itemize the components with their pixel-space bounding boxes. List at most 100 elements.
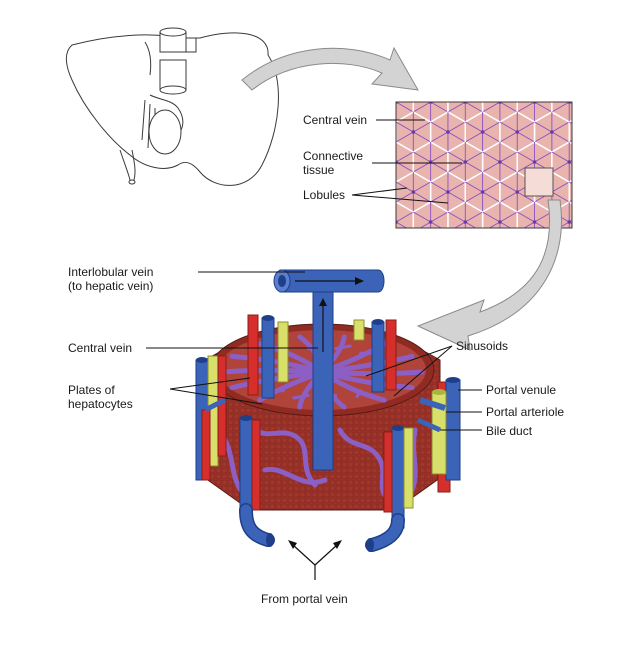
lobule-hexagon xyxy=(448,262,483,302)
lobule-central-vein-dot xyxy=(412,70,416,74)
label-interlobular-line2: (to hepatic vein) xyxy=(68,279,153,293)
lobule-sinusoid-line xyxy=(483,252,500,262)
lobule-sinusoid-line xyxy=(517,242,534,252)
lobule-sinusoid-line xyxy=(604,192,621,202)
label-from-portal-vein: From portal vein xyxy=(261,592,348,606)
lobule-central-vein-dot xyxy=(515,130,519,134)
lobule-sinusoid-line xyxy=(483,92,500,102)
lobule-hexagon xyxy=(431,52,466,92)
lobule-sinusoid-line xyxy=(621,62,638,72)
lobule-sinusoid-line xyxy=(379,242,396,252)
lobule-sinusoid-line xyxy=(569,72,586,82)
liver-outline-illustration xyxy=(66,28,278,185)
lobule-sinusoid-line xyxy=(604,102,621,112)
lobule-central-vein-dot xyxy=(567,280,571,284)
label-connective-line1: Connective xyxy=(303,149,363,163)
lobule-hexagon xyxy=(569,52,604,92)
lobule-sinusoid-line xyxy=(465,72,482,82)
lobule-sinusoid-line xyxy=(344,92,361,102)
lobule-hexagon xyxy=(621,262,640,302)
lobule-sinusoid-line xyxy=(413,72,430,82)
lobule-hexagon xyxy=(396,232,431,272)
lobule-sinusoid-line xyxy=(604,282,621,292)
lobule-hexagon xyxy=(535,52,570,92)
lobule-hexagon xyxy=(621,142,640,182)
lobule-central-vein-dot xyxy=(585,70,589,74)
lobule-sinusoid-line xyxy=(361,132,378,142)
lobule-central-vein-dot xyxy=(429,280,433,284)
lobule-sinusoid-line xyxy=(621,92,638,102)
lobule-sinusoid-line xyxy=(396,242,413,252)
lobule-central-vein-dot xyxy=(360,100,364,104)
lobule-sinusoid-line xyxy=(587,102,604,112)
lobule-sinusoid-line xyxy=(587,192,604,202)
lobule-hexagon xyxy=(604,52,639,92)
lobule-central-vein-dot xyxy=(515,250,519,254)
lobule-sinusoid-line xyxy=(621,222,638,232)
lobule-sinusoid-line xyxy=(465,272,482,282)
lobule-sinusoid-line xyxy=(396,252,413,262)
portal-vein-arrows xyxy=(293,545,337,580)
lobule-sinusoid-line xyxy=(552,92,569,102)
lobule-sinusoid-line xyxy=(344,222,361,232)
lobule-hexagon xyxy=(621,202,640,242)
lobule-central-vein-dot xyxy=(481,250,485,254)
lobule-sinusoid-line xyxy=(448,272,465,282)
lobule-sinusoid-line xyxy=(413,252,430,262)
lobule-central-vein-dot xyxy=(585,190,589,194)
lobule-central-vein-dot xyxy=(498,160,502,164)
lobule-central-vein-dot xyxy=(550,70,554,74)
lobule-sinusoid-line xyxy=(621,192,638,202)
lobule-sinusoid-line xyxy=(587,162,604,172)
lobule-sinusoid-line xyxy=(552,272,569,282)
lobule-sinusoid-line xyxy=(431,242,448,252)
label-interlobular-line1: Interlobular vein xyxy=(68,265,153,279)
lobule-sinusoid-line xyxy=(465,252,482,262)
lobule-sinusoid-line xyxy=(569,272,586,282)
lobule-sinusoid-line xyxy=(379,122,396,132)
lobule-sinusoid-line xyxy=(465,242,482,252)
lobule-sinusoid-line xyxy=(483,282,500,292)
lobule-sinusoid-line xyxy=(587,72,604,82)
lobule-sinusoid-line xyxy=(517,92,534,102)
lobule-sinusoid-line xyxy=(448,72,465,82)
lobule-sinusoid-line xyxy=(621,282,638,292)
lobule-sinusoid-line xyxy=(379,222,396,232)
lobule-hexagon xyxy=(621,82,640,122)
lobule-sinusoid-line xyxy=(483,72,500,82)
lobule-central-vein-dot xyxy=(602,280,606,284)
lobule-sinusoid-line xyxy=(621,122,638,132)
lobule-hexagon xyxy=(413,262,448,302)
lobule-sinusoid-line xyxy=(621,72,638,82)
lobule-sinusoid-line xyxy=(431,72,448,82)
label-central-vein-top: Central vein xyxy=(303,113,367,127)
lobule-central-vein-dot xyxy=(446,250,450,254)
lobule-sinusoid-line xyxy=(431,272,448,282)
lobule-sinusoid-line xyxy=(431,282,448,292)
lobule-sinusoid-line xyxy=(500,272,517,282)
lobule-sinusoid-line xyxy=(483,272,500,282)
lobule-sinusoid-line xyxy=(604,72,621,82)
lobule-sinusoid-line xyxy=(379,252,396,262)
lobule-sinusoid-line xyxy=(500,62,517,72)
lobule-central-vein-dot xyxy=(377,250,381,254)
lobule-sinusoid-line xyxy=(413,272,430,282)
lobule-sinusoid-line xyxy=(517,72,534,82)
lobule-sinusoid-line xyxy=(621,132,638,142)
lobule-hexagon xyxy=(604,112,639,152)
lobule-sinusoid-line xyxy=(500,282,517,292)
lobule-sinusoid-line xyxy=(569,252,586,262)
lobule-sinusoid-line xyxy=(587,212,604,222)
lobule-sinusoid-line xyxy=(604,62,621,72)
lobule-sinusoid-line xyxy=(448,282,465,292)
lobule-sinusoid-line xyxy=(379,132,396,142)
label-bile-duct: Bile duct xyxy=(486,424,532,438)
lobule-sinusoid-line xyxy=(448,252,465,262)
lobule-hexagon xyxy=(465,232,500,272)
lobule-sinusoid-line xyxy=(344,212,361,222)
label-sinusoids: Sinusoids xyxy=(456,339,508,353)
lobule-hexagon xyxy=(604,232,639,272)
label-portal-arteriole: Portal arteriole xyxy=(486,405,564,419)
lobule-sinusoid-line xyxy=(535,92,552,102)
lobule-sinusoid-line xyxy=(621,242,638,252)
